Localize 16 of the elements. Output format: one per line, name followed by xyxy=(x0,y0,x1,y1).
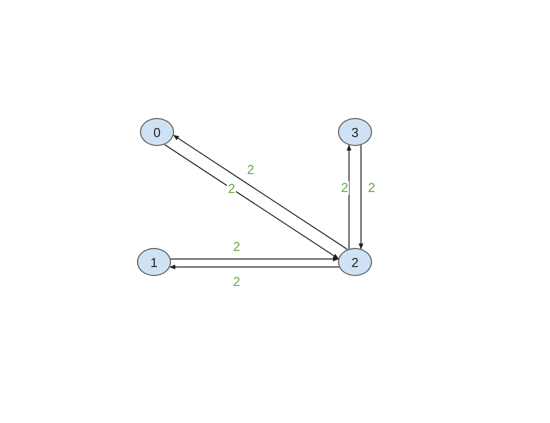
graph-vertex: 3 xyxy=(338,118,372,146)
arrow xyxy=(170,256,339,262)
graph-vertex: 2 xyxy=(338,248,372,276)
edge-label: 2 xyxy=(340,181,350,195)
edge-label: 2 xyxy=(246,163,256,177)
edge-label: 2 xyxy=(367,181,376,195)
arrow xyxy=(346,144,352,250)
edge-label: 2 xyxy=(232,240,242,254)
edge-label: 2 xyxy=(227,182,236,196)
arrow xyxy=(169,264,340,270)
arrow xyxy=(358,144,364,250)
graph-vertex: 0 xyxy=(140,118,174,146)
graph-vertex: 1 xyxy=(137,248,171,276)
arrow xyxy=(164,144,339,260)
arrow xyxy=(173,134,348,250)
edge-label: 2 xyxy=(232,275,242,289)
